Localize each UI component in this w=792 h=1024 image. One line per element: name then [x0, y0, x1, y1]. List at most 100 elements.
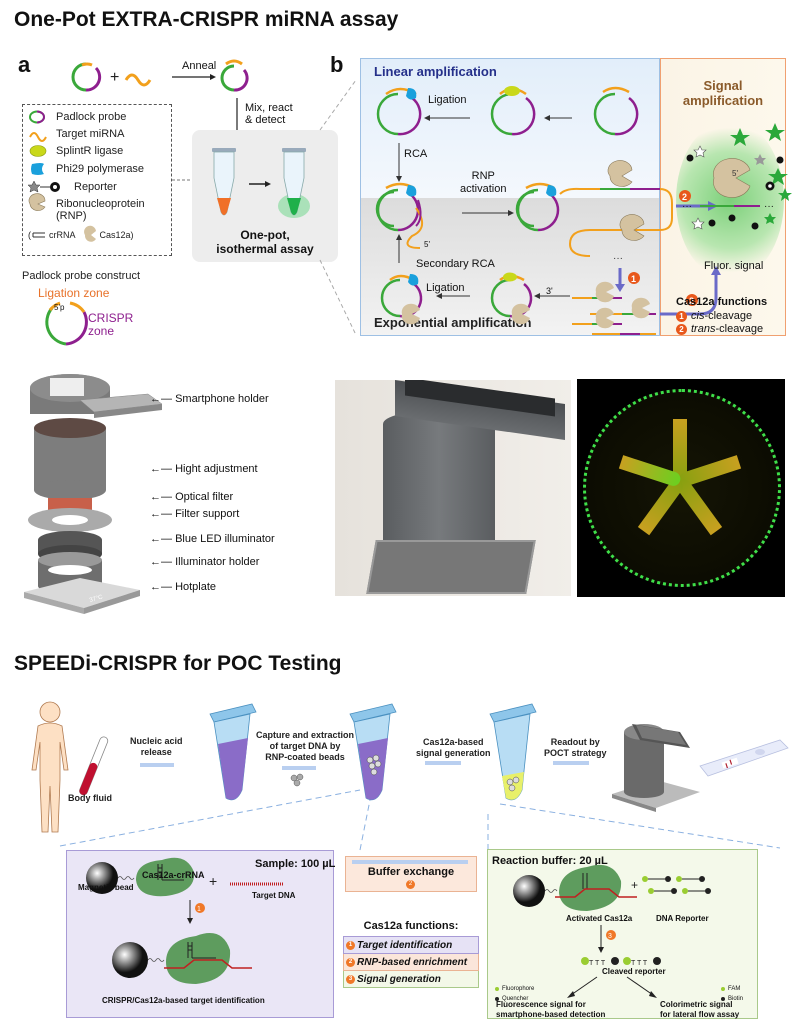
panel-b-diagram: ··· 2 1 2	[375, 86, 792, 335]
title-extra-crispr: One-Pot EXTRA-CRISPR miRNA assay	[14, 8, 399, 31]
tube-before-icon	[212, 148, 236, 216]
reaction-diagram: + 3 T T T T T T	[495, 864, 725, 1001]
fluorophore-legend: Fluorophore	[502, 986, 535, 992]
label-illuminator-holder: ←— Illuminator holder	[150, 556, 260, 568]
speedi-functions-list: 1 Target identification 2 RNP-based enri…	[343, 936, 479, 988]
linear-amp-title: Linear amplification	[374, 64, 497, 79]
cas12a-crrna-1	[136, 857, 195, 897]
svg-text:T T T: T T T	[631, 960, 648, 967]
step3-arrow	[425, 761, 461, 765]
splintr-ligase-icon	[28, 144, 50, 158]
fluorescence-output-label: Fluorescence signal for smartphone-based…	[496, 1000, 606, 1019]
padlock-probe-icon	[71, 62, 102, 92]
legend: Padlock probe Target miRNA SplintR ligas…	[27, 110, 145, 242]
dna-reporter-icon	[642, 876, 711, 894]
fam-legend: FAM	[728, 986, 741, 992]
lateral-flow-strip-icon	[699, 739, 789, 777]
step1-arrow	[140, 763, 174, 767]
cleaved-fragments	[572, 281, 656, 335]
activated-cas12a-label: Activated Cas12a	[566, 914, 633, 923]
sample-diagram: + 1	[86, 857, 284, 984]
blood-tube-icon	[79, 736, 109, 796]
phi29-polymerase-icon	[28, 162, 50, 176]
device-labels: ←— Smartphone holder ←— Hight adjustment…	[150, 388, 320, 598]
dna-reporter-label: DNA Reporter	[656, 914, 709, 923]
activated-cas12a-icon	[559, 864, 622, 911]
badge-2: 2	[676, 323, 687, 335]
circle-polymerase	[376, 87, 422, 136]
rnp-activated-circle: ···	[515, 160, 673, 264]
body-fluid-label: Body fluid	[68, 793, 112, 803]
function-signal-generation: 3 Signal generation	[343, 971, 479, 988]
label-hotplate: ←— Hotplate	[150, 581, 217, 593]
cas12a-icon	[83, 225, 98, 242]
badge-1: 1	[676, 310, 687, 322]
buffer-exchange-arrow	[352, 860, 468, 864]
exp-circle-ligase	[490, 272, 533, 325]
step4-arrow	[553, 761, 589, 765]
zoom-lines	[319, 79, 357, 336]
annealed-probe-icon	[220, 59, 249, 92]
speedi-functions-title: Cas12a functions:	[363, 920, 459, 932]
legend-box	[22, 104, 172, 256]
beads-icon	[290, 773, 304, 787]
cas12a-functions-title: Cas12a functions	[676, 296, 768, 308]
quencher-legend: Quencher	[502, 996, 529, 1002]
magnetic-bead-2	[112, 942, 148, 978]
three-prime-label: 3'	[546, 286, 553, 296]
step1-label: Nucleic acid release	[130, 736, 183, 757]
label-hight-adjustment: ←— Hight adjustment	[150, 463, 258, 475]
rnp-activation-label: RNP activation	[460, 170, 507, 195]
rca-product	[375, 182, 423, 249]
exp-circle-polymerase	[380, 274, 423, 325]
tube-after-icon	[278, 148, 310, 218]
sample-title: Sample: 100 µL	[255, 858, 336, 870]
fluorescence-photo	[577, 379, 785, 597]
five-p-label: 5'p	[54, 303, 65, 312]
svg-text:+: +	[209, 873, 217, 889]
colorimetric-output-label: Colorimetric signal for lateral flow ass…	[660, 1000, 740, 1019]
target-identification-caption: CRISPR/Cas12a-based target identificatio…	[102, 996, 265, 1005]
cas12a-crrna-2	[166, 933, 231, 984]
label-filter-support: ←— Filter support	[150, 508, 240, 520]
cas12a-crrna-label: Cas12a-crRNA	[142, 870, 205, 880]
svg-text:3: 3	[608, 933, 612, 940]
rnp-icon	[28, 193, 50, 211]
step2-arrow	[282, 766, 316, 770]
anneal-scheme: +	[71, 59, 249, 92]
label-blue-led: ←— Blue LED illuminator	[150, 533, 275, 545]
anneal-label: Anneal	[182, 60, 217, 72]
signal-amp-title: Signal amplification	[682, 78, 764, 108]
construct-title: Padlock probe construct	[22, 270, 141, 282]
ligation-label-2: Ligation	[426, 282, 465, 294]
function-rnp-enrichment: 2 RNP-based enrichment	[343, 954, 479, 971]
step4-label: Readout by POCT strategy	[544, 737, 607, 758]
tube-lysate-icon	[209, 703, 257, 801]
padlock-construct-icon	[45, 301, 88, 346]
smartphone-reader-icon	[612, 724, 700, 812]
svg-text:···: ···	[613, 253, 623, 264]
target-mirna-icon	[124, 73, 152, 87]
function-target-identification: 1 Target identification	[343, 936, 479, 954]
circle-ligase	[490, 86, 536, 136]
label-smartphone-holder: ←— Smartphone holder	[150, 393, 269, 405]
magnetic-bead-label: Magnetic bead	[78, 883, 134, 892]
svg-text:1: 1	[197, 906, 201, 913]
reporter-icon	[27, 180, 68, 194]
crrna-icon	[31, 228, 47, 242]
human-body-icon	[31, 701, 69, 833]
mix-label: Mix, react & detect	[245, 102, 293, 126]
device-photo	[335, 380, 571, 596]
svg-text:37°C: 37°C	[89, 594, 104, 604]
badge-2-buffer: 2	[406, 880, 415, 889]
padlock-probe-icon	[28, 110, 50, 124]
tube-beads-icon	[349, 703, 397, 801]
step2-label: Capture and extraction of target DNA by …	[256, 730, 355, 762]
magnetic-bead-3	[513, 875, 545, 907]
svg-text:5': 5'	[732, 169, 738, 178]
svg-text:1: 1	[631, 274, 636, 284]
svg-text:···: ···	[764, 201, 774, 212]
speedi-zoom-lines	[59, 789, 781, 851]
title-speedi-crispr: SPEEDi-CRISPR for POC Testing	[14, 652, 342, 675]
svg-text:+: +	[631, 878, 638, 892]
